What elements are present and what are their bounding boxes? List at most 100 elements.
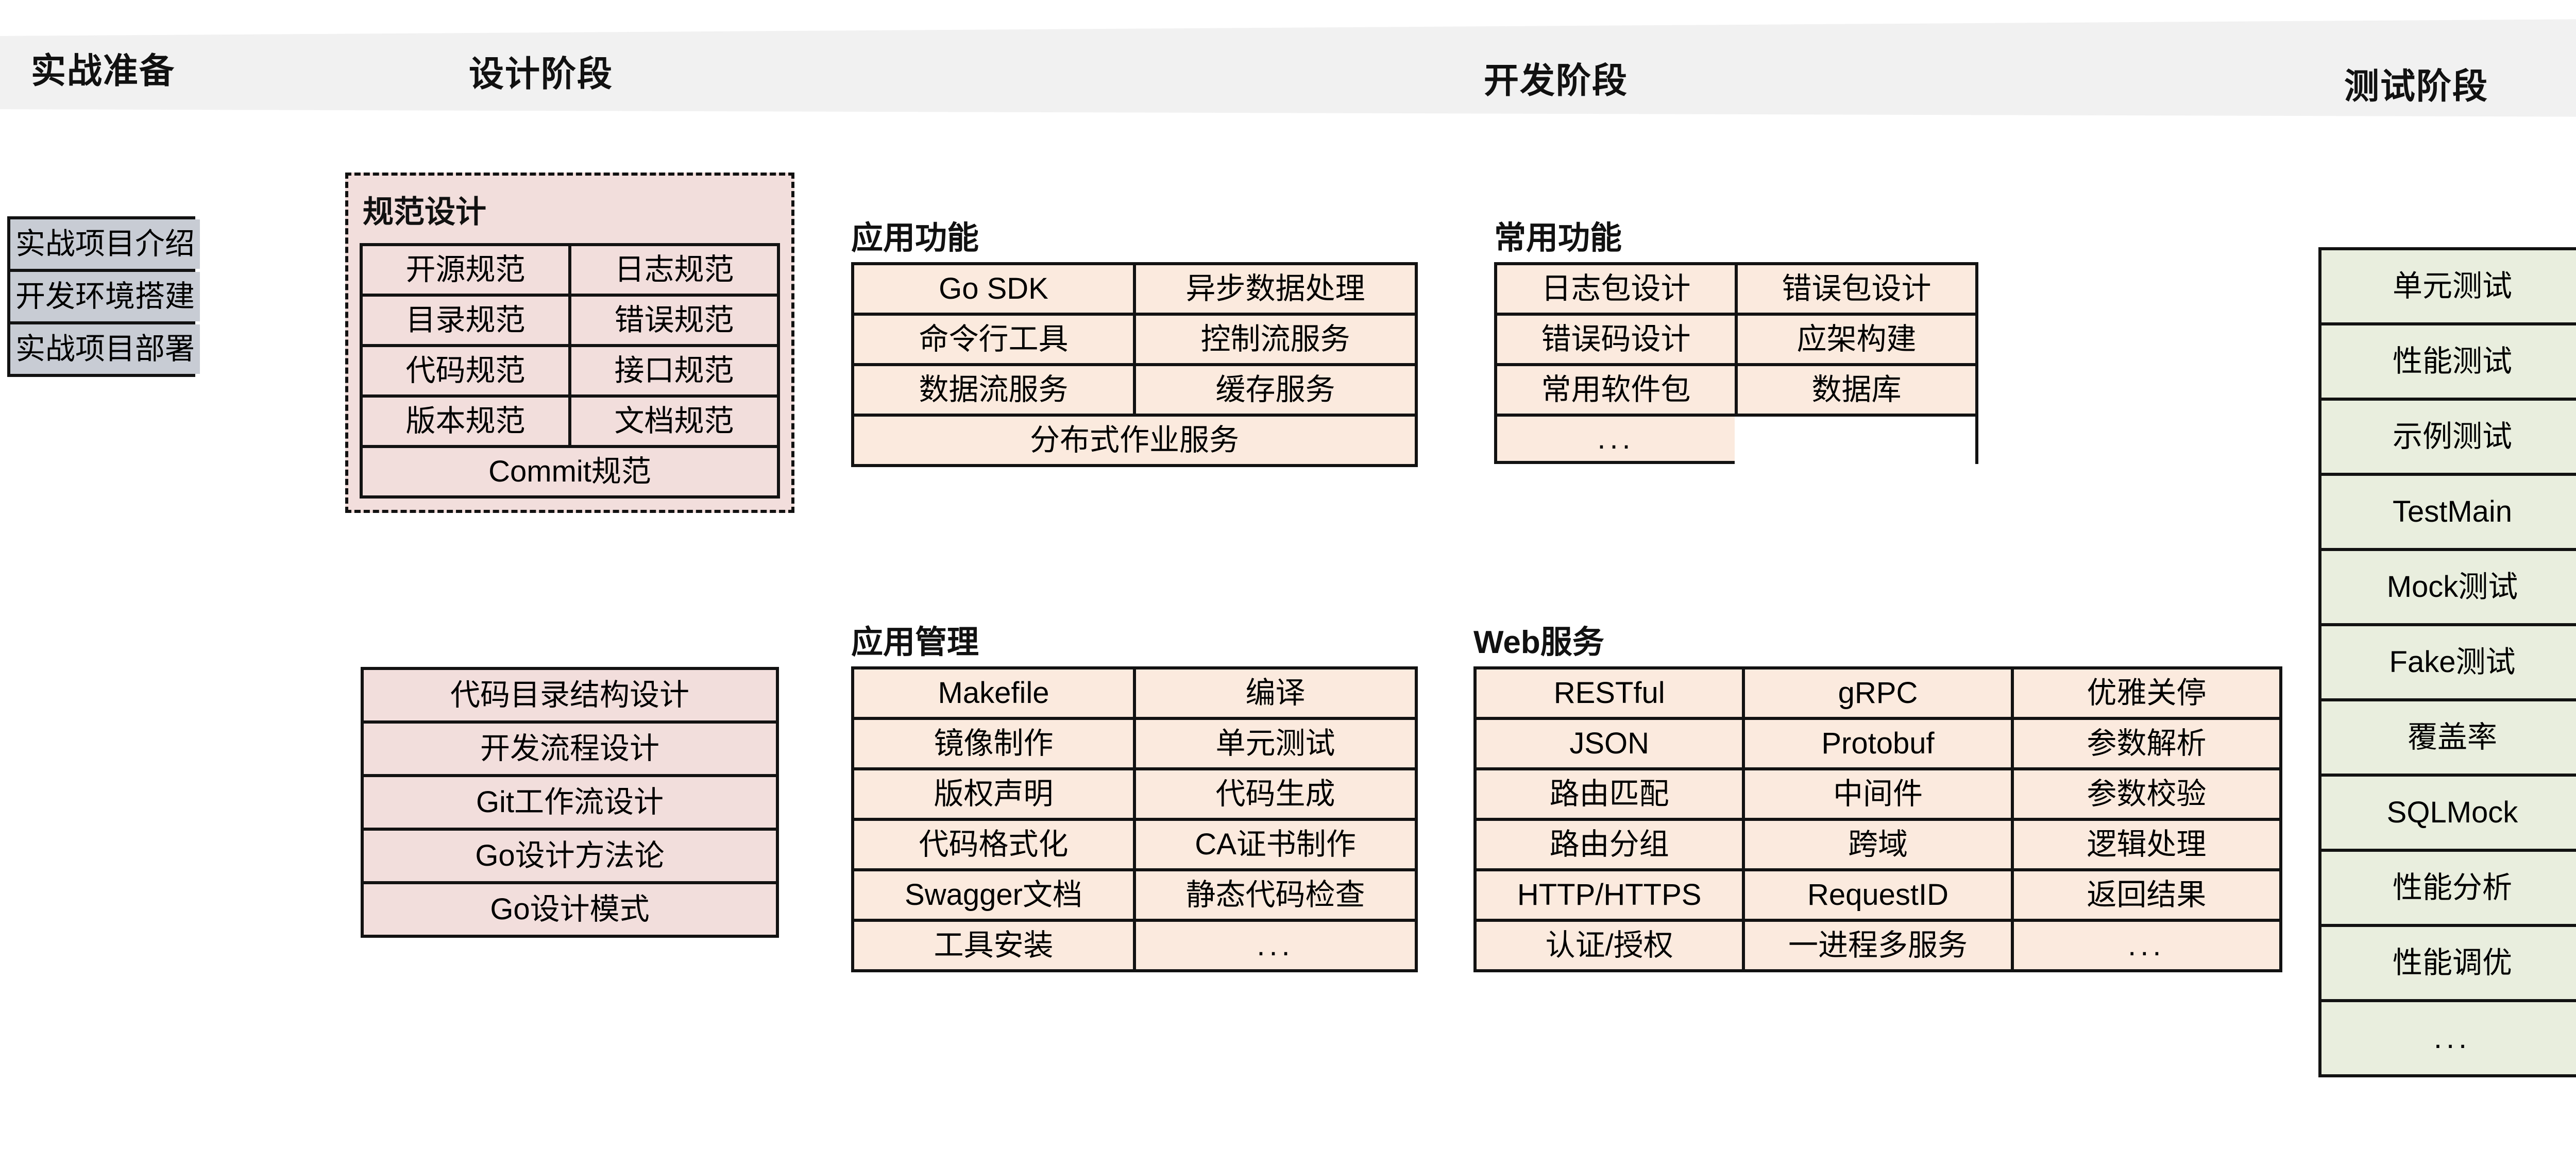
web-service-cell[interactable]: 返回结果 (2010, 871, 2279, 919)
app-function-cell[interactable]: 分布式作业服务 (854, 417, 1415, 465)
web-service-cell[interactable]: 跨域 (1742, 821, 2011, 869)
spec-cell[interactable]: 错误规范 (568, 297, 777, 344)
app-manage-cell[interactable]: 单元测试 (1133, 720, 1415, 768)
test-stage-item-1[interactable]: 性能测试 (2321, 325, 2576, 398)
spec-cell[interactable]: 文档规范 (568, 398, 777, 445)
spec-cell[interactable]: Commit规范 (363, 448, 777, 495)
app-manage-cell[interactable]: CA证书制作 (1133, 821, 1415, 869)
table-row[interactable]: 实战项目部署 (10, 321, 200, 374)
common-function-cell[interactable]: 错误码设计 (1497, 316, 1735, 364)
test-stage-item-4[interactable]: Mock测试 (2321, 551, 2576, 623)
web-service-cell[interactable]: JSON (1477, 720, 1742, 768)
app-manage-cell[interactable]: 工具安装 (854, 922, 1133, 970)
spec-cell[interactable]: 日志规范 (568, 246, 777, 294)
table-row[interactable]: 日志包设计 错误包设计 (1497, 265, 1975, 313)
app-manage-cell[interactable]: 版权声明 (854, 770, 1133, 818)
table-row[interactable]: 代码目录结构设计 (364, 670, 776, 720)
prep-item-0[interactable]: 实战项目介绍 (10, 219, 200, 269)
spec-cell[interactable]: 版本规范 (363, 398, 568, 445)
web-service-cell[interactable]: 路由匹配 (1477, 770, 1742, 818)
banner-phase-2[interactable]: 开发阶段 (1484, 61, 1629, 101)
table-row[interactable]: TestMain (2321, 473, 2576, 548)
app-manage-cell-more[interactable]: ... (1133, 922, 1415, 970)
common-function-cell[interactable]: 应架构建 (1735, 316, 1975, 364)
table-row[interactable]: 性能测试 (2321, 322, 2576, 398)
web-service-cell[interactable]: 参数解析 (2010, 720, 2279, 768)
table-row[interactable]: Fake测试 (2321, 623, 2576, 698)
test-stage-item-7[interactable]: SQLMock (2321, 777, 2576, 849)
app-manage-cell[interactable]: 镜像制作 (854, 720, 1133, 768)
table-row[interactable]: RESTful gRPC 优雅关停 (1477, 669, 2279, 717)
app-function-cell[interactable]: 命令行工具 (854, 316, 1133, 364)
table-row[interactable]: Go设计模式 (364, 881, 776, 935)
app-function-cell[interactable]: 缓存服务 (1133, 366, 1415, 414)
web-service-cell[interactable]: 逻辑处理 (2010, 821, 2279, 869)
table-row[interactable]: 开发流程设计 (364, 720, 776, 774)
web-service-cell[interactable]: RequestID (1742, 871, 2011, 919)
web-service-cell[interactable]: RESTful (1477, 669, 1742, 717)
test-stage-item-0[interactable]: 单元测试 (2321, 250, 2576, 322)
test-stage-item-5[interactable]: Fake测试 (2321, 626, 2576, 698)
spec-cell[interactable]: 接口规范 (568, 347, 777, 394)
table-row[interactable]: ... (1497, 414, 1975, 465)
common-function-cell[interactable]: 日志包设计 (1497, 265, 1735, 313)
test-stage-item-3[interactable]: TestMain (2321, 476, 2576, 548)
prep-item-1[interactable]: 开发环境搭建 (10, 272, 200, 321)
app-function-cell[interactable]: 控制流服务 (1133, 316, 1415, 364)
table-row[interactable]: ... (2321, 999, 2576, 1074)
table-row[interactable]: 常用软件包 数据库 (1497, 363, 1975, 417)
app-function-cell[interactable]: 数据流服务 (854, 366, 1133, 414)
app-manage-cell[interactable]: 编译 (1133, 669, 1415, 717)
web-service-cell[interactable]: 认证/授权 (1477, 922, 1742, 970)
table-row[interactable]: 代码格式化 CA证书制作 (854, 818, 1415, 869)
table-row[interactable]: 版权声明 代码生成 (854, 767, 1415, 818)
table-row[interactable]: Swagger文档 静态代码检查 (854, 868, 1415, 919)
table-row[interactable]: 镜像制作 单元测试 (854, 717, 1415, 768)
table-row[interactable]: 分布式作业服务 (854, 414, 1415, 465)
test-stage-item-9[interactable]: 性能调优 (2321, 927, 2576, 999)
table-row[interactable]: 数据流服务 缓存服务 (854, 363, 1415, 414)
table-row[interactable]: 版本规范 文档规范 (363, 394, 777, 445)
table-row[interactable]: 示例测试 (2321, 398, 2576, 473)
web-service-cell[interactable]: HTTP/HTTPS (1477, 871, 1742, 919)
table-row[interactable]: 单元测试 (2321, 250, 2576, 322)
test-stage-item-2[interactable]: 示例测试 (2321, 401, 2576, 473)
banner-phase-3[interactable]: 测试阶段 (2344, 67, 2489, 107)
table-row[interactable]: 覆盖率 (2321, 698, 2576, 774)
app-manage-cell[interactable]: 静态代码检查 (1133, 871, 1415, 919)
design-item-0[interactable]: 代码目录结构设计 (364, 670, 776, 720)
common-function-cell[interactable]: 数据库 (1735, 366, 1975, 417)
app-manage-cell[interactable]: Swagger文档 (854, 871, 1133, 919)
table-row[interactable]: Go设计方法论 (364, 828, 776, 881)
table-row[interactable]: 错误码设计 应架构建 (1497, 313, 1975, 364)
table-row[interactable]: 工具安装 ... (854, 919, 1415, 970)
design-item-1[interactable]: 开发流程设计 (364, 724, 776, 774)
table-row[interactable]: 命令行工具 控制流服务 (854, 313, 1415, 364)
common-function-cell-more[interactable]: ... (1497, 417, 1735, 465)
web-service-cell[interactable]: 优雅关停 (2010, 669, 2279, 717)
table-row[interactable]: SQLMock (2321, 774, 2576, 849)
banner-phase-1[interactable]: 设计阶段 (469, 55, 614, 94)
table-row[interactable]: 开发环境搭建 (10, 269, 200, 321)
table-row[interactable]: 性能分析 (2321, 849, 2576, 924)
table-row[interactable]: Makefile 编译 (854, 669, 1415, 717)
table-row[interactable]: 认证/授权 一进程多服务 ... (1477, 919, 2279, 970)
spec-cell[interactable]: 开源规范 (363, 246, 568, 294)
prep-item-2[interactable]: 实战项目部署 (10, 324, 200, 374)
test-stage-item-8[interactable]: 性能分析 (2321, 852, 2576, 924)
spec-cell[interactable]: 代码规范 (363, 347, 568, 394)
table-row[interactable]: 实战项目介绍 (10, 219, 200, 269)
table-row[interactable]: Go SDK 异步数据处理 (854, 265, 1415, 313)
web-service-cell[interactable]: 中间件 (1742, 770, 2011, 818)
test-stage-item-6[interactable]: 覆盖率 (2321, 701, 2576, 774)
table-row[interactable]: 目录规范 错误规范 (363, 294, 777, 344)
table-row[interactable]: JSON Protobuf 参数解析 (1477, 717, 2279, 768)
design-item-4[interactable]: Go设计模式 (364, 884, 776, 935)
web-service-cell[interactable]: 一进程多服务 (1742, 922, 2011, 970)
table-row[interactable]: 性能调优 (2321, 924, 2576, 999)
spec-cell[interactable]: 目录规范 (363, 297, 568, 344)
banner-phase-0[interactable]: 实战准备 (31, 51, 176, 91)
app-manage-cell[interactable]: Makefile (854, 669, 1133, 717)
common-function-cell[interactable]: 错误包设计 (1735, 265, 1975, 313)
web-service-cell[interactable]: Protobuf (1742, 720, 2011, 768)
